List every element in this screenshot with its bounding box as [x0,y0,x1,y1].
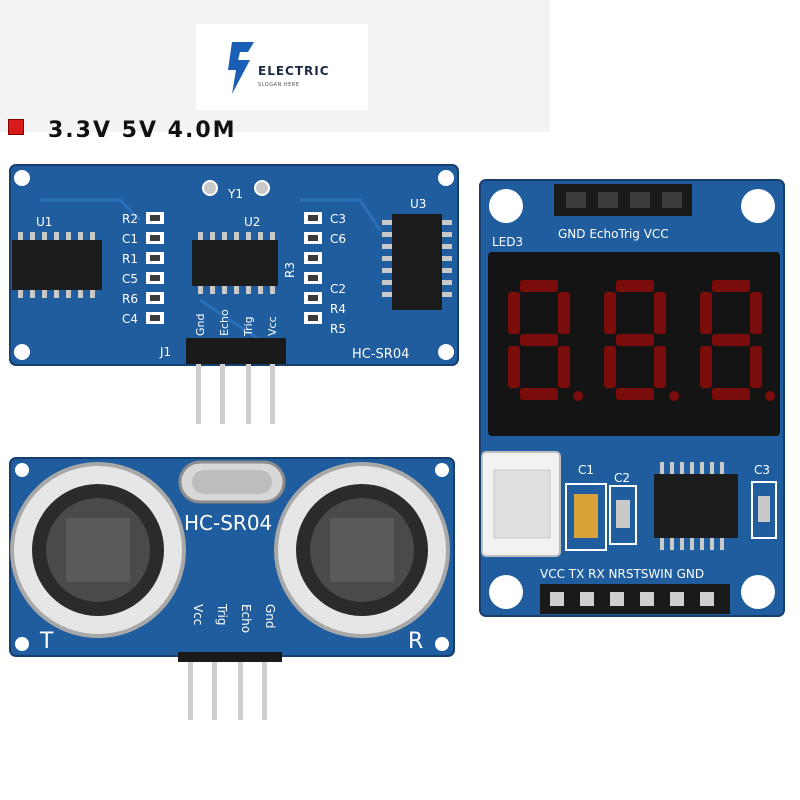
receiver-label: R [408,629,423,654]
c1-label: C1 [122,232,138,246]
u1-label: U1 [36,215,52,229]
digit-1-segment-d [520,388,558,400]
digit-1-segment-f [508,292,520,334]
c3-label: C3 [330,212,346,226]
chip-u1 [12,232,102,298]
r6-label: R6 [122,292,138,306]
bullet-icon [8,119,24,135]
digit-3-segment-a [712,280,750,292]
bottom-pin-vcc-label: Vcc [191,604,205,625]
r3-label: R3 [283,262,297,278]
display-c2-label: C2 [614,471,630,485]
voltage-spec-line: 3.3V 5V 4.0M [8,114,288,138]
digit-1-segment-e [508,346,520,388]
digit-1-segment-a [520,280,558,292]
brand-banner: ELECTRIC SLOGAN HERE [0,0,550,132]
digit-3-segment-f [700,292,712,334]
lightning-logo-icon [228,42,254,94]
transducer-right [274,462,450,638]
brand-logo: ELECTRIC SLOGAN HERE [196,24,368,110]
digit-2-segment-c [654,346,666,388]
c2-label: C2 [330,282,346,296]
voltage-spec-text: 3.3V 5V 4.0M [48,118,237,138]
logo-slogan-text: SLOGAN HERE [258,82,300,88]
transducer-left [10,462,186,638]
c6-label: C6 [330,232,346,246]
digit-2-segment-a [616,280,654,292]
c5-label: C5 [122,272,138,286]
bottom-pin-gnd-label: Gnd [263,604,277,629]
display-bottom-pins-label: VCC TX RX NRSTSWIN GND [540,567,704,581]
y1-label: Y1 [227,187,243,201]
c4-label: C4 [122,312,138,326]
logo-brand-text: ELECTRIC [258,64,330,78]
r2-label: R2 [122,212,138,226]
top-pin-gnd-label: Gnd [194,314,207,336]
display-c1-label: C1 [578,463,594,477]
bottom-pin-trig-label: Trig [215,603,229,625]
chip-u2 [192,232,278,294]
chip-u3 [382,214,452,310]
j1-label: J1 [159,345,171,359]
digit-3-segment-b [750,292,762,334]
led3-label: LED3 [492,235,523,249]
digit-3-segment-e [700,346,712,388]
digit-3-segment-g [712,334,750,346]
bottom-model-label: HC-SR04 [184,511,272,535]
top-pin-vcc-label: Vcc [266,316,279,336]
bottom-header-pins [188,662,267,720]
top-header-pins [196,364,275,424]
digit-2-segment-b [654,292,666,334]
digit-2-segment-e [604,346,616,388]
seven-segment-digits [508,280,775,401]
digit-2-segment-f [604,292,616,334]
display-top-pins-label: GND EchoTrig VCC [558,227,669,241]
digit-1-segment-g [520,334,558,346]
digit-3-segment-d [712,388,750,400]
r1-label: R1 [122,252,138,266]
u3-label: U3 [410,197,426,211]
display-c3-label: C3 [754,463,770,477]
top-pin-trig-label: Trig [242,316,255,337]
top-model-label: HC-SR04 [352,347,409,362]
transmitter-label: T [39,629,54,654]
digit-3-decimal-point [765,391,775,401]
digit-2-segment-d [616,388,654,400]
digit-1-segment-c [558,346,570,388]
top-pin-echo-label: Echo [218,309,231,336]
r4-label: R4 [330,302,346,316]
digit-1-segment-b [558,292,570,334]
digit-3-segment-c [750,346,762,388]
bottom-pin-echo-label: Echo [239,604,253,633]
digit-1-decimal-point [573,391,583,401]
r5-label: R5 [330,322,346,336]
digit-2-decimal-point [669,391,679,401]
digit-2-segment-g [616,334,654,346]
u2-label: U2 [244,215,260,229]
